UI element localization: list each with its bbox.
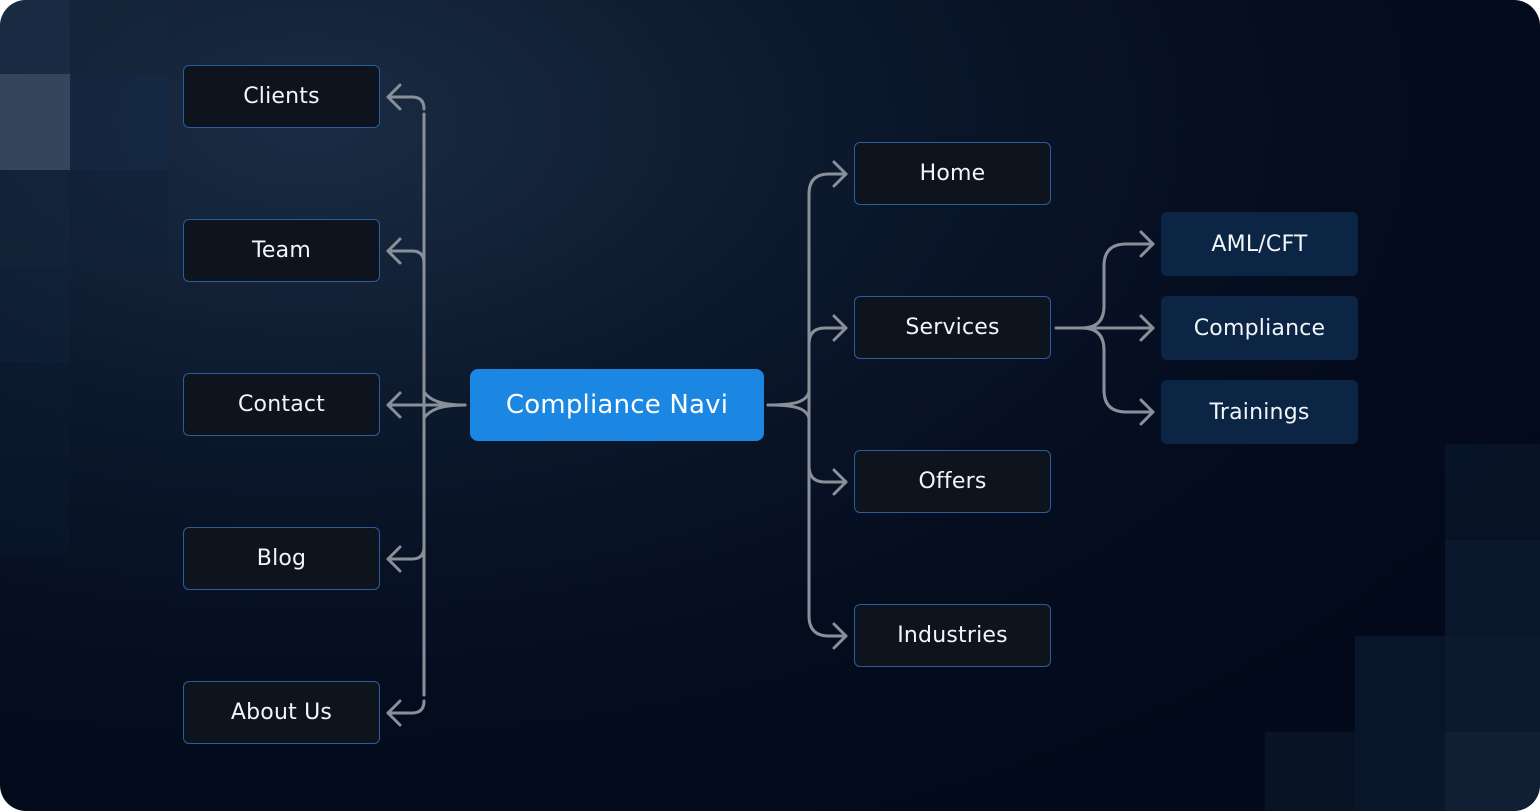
node-contact[interactable]: Contact <box>183 373 380 436</box>
node-about-us[interactable]: About Us <box>183 681 380 744</box>
node-offers[interactable]: Offers <box>854 450 1051 513</box>
node-industries[interactable]: Industries <box>854 604 1051 667</box>
root-node-compliance-navi[interactable]: Compliance Navi <box>470 369 764 441</box>
node-team[interactable]: Team <box>183 219 380 282</box>
node-blog[interactable]: Blog <box>183 527 380 590</box>
subnode-aml-cft[interactable]: AML/CFT <box>1161 212 1358 276</box>
subnode-compliance[interactable]: Compliance <box>1161 296 1358 360</box>
node-services[interactable]: Services <box>854 296 1051 359</box>
subnode-trainings[interactable]: Trainings <box>1161 380 1358 444</box>
node-home[interactable]: Home <box>854 142 1051 205</box>
node-clients[interactable]: Clients <box>183 65 380 128</box>
